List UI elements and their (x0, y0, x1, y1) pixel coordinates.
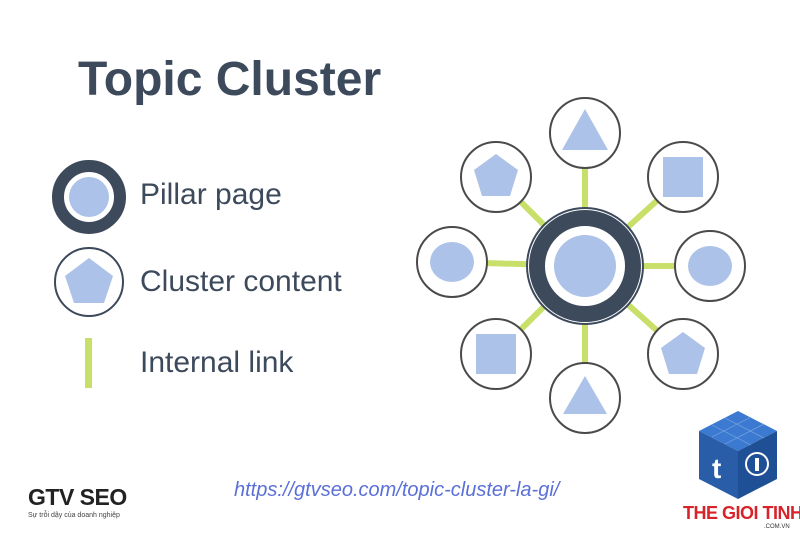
tgth-domain: .COM.VN (764, 524, 790, 530)
pentagon-shape (474, 154, 518, 196)
gtv-seo-name: GTV SEO (28, 484, 127, 510)
legend-cluster-icon (54, 247, 124, 317)
pentagon-shape (661, 332, 705, 374)
legend-link-icon (85, 338, 92, 388)
tgth-t-glyph: t (712, 453, 721, 484)
legend-pillar-icon (52, 160, 126, 234)
cluster-node-bottom-left (460, 318, 532, 390)
circle-shape (430, 242, 474, 282)
cluster-node-top (549, 97, 621, 169)
gtv-seo-logo: GTV SEO Sự trỗi dậy của doanh nghiệp (28, 484, 127, 519)
circle-shape (688, 246, 732, 286)
legend-pillar-label: Pillar page (140, 178, 282, 211)
legend-cluster-label: Cluster content (140, 265, 342, 298)
pillar-node (526, 207, 644, 325)
square-shape (663, 157, 703, 197)
tgth-name: THE GIOI TINHOC (683, 503, 800, 523)
cluster-node-bottom-right (647, 318, 719, 390)
source-url-link[interactable]: https://gtvseo.com/topic-cluster-la-gi/ (234, 479, 560, 501)
cluster-node-right (674, 230, 746, 302)
triangle-shape (562, 109, 608, 150)
square-shape (476, 334, 516, 374)
gtv-seo-tagline: Sự trỗi dậy của doanh nghiệp (28, 512, 120, 519)
triangle-shape (563, 376, 607, 414)
cluster-node-top-right (647, 141, 719, 213)
cluster-node-bottom (549, 362, 621, 434)
page-title: Topic Cluster (78, 53, 382, 106)
cluster-node-top-left (460, 141, 532, 213)
legend-link-label: Internal link (140, 346, 294, 379)
cluster-node-left (416, 226, 488, 298)
